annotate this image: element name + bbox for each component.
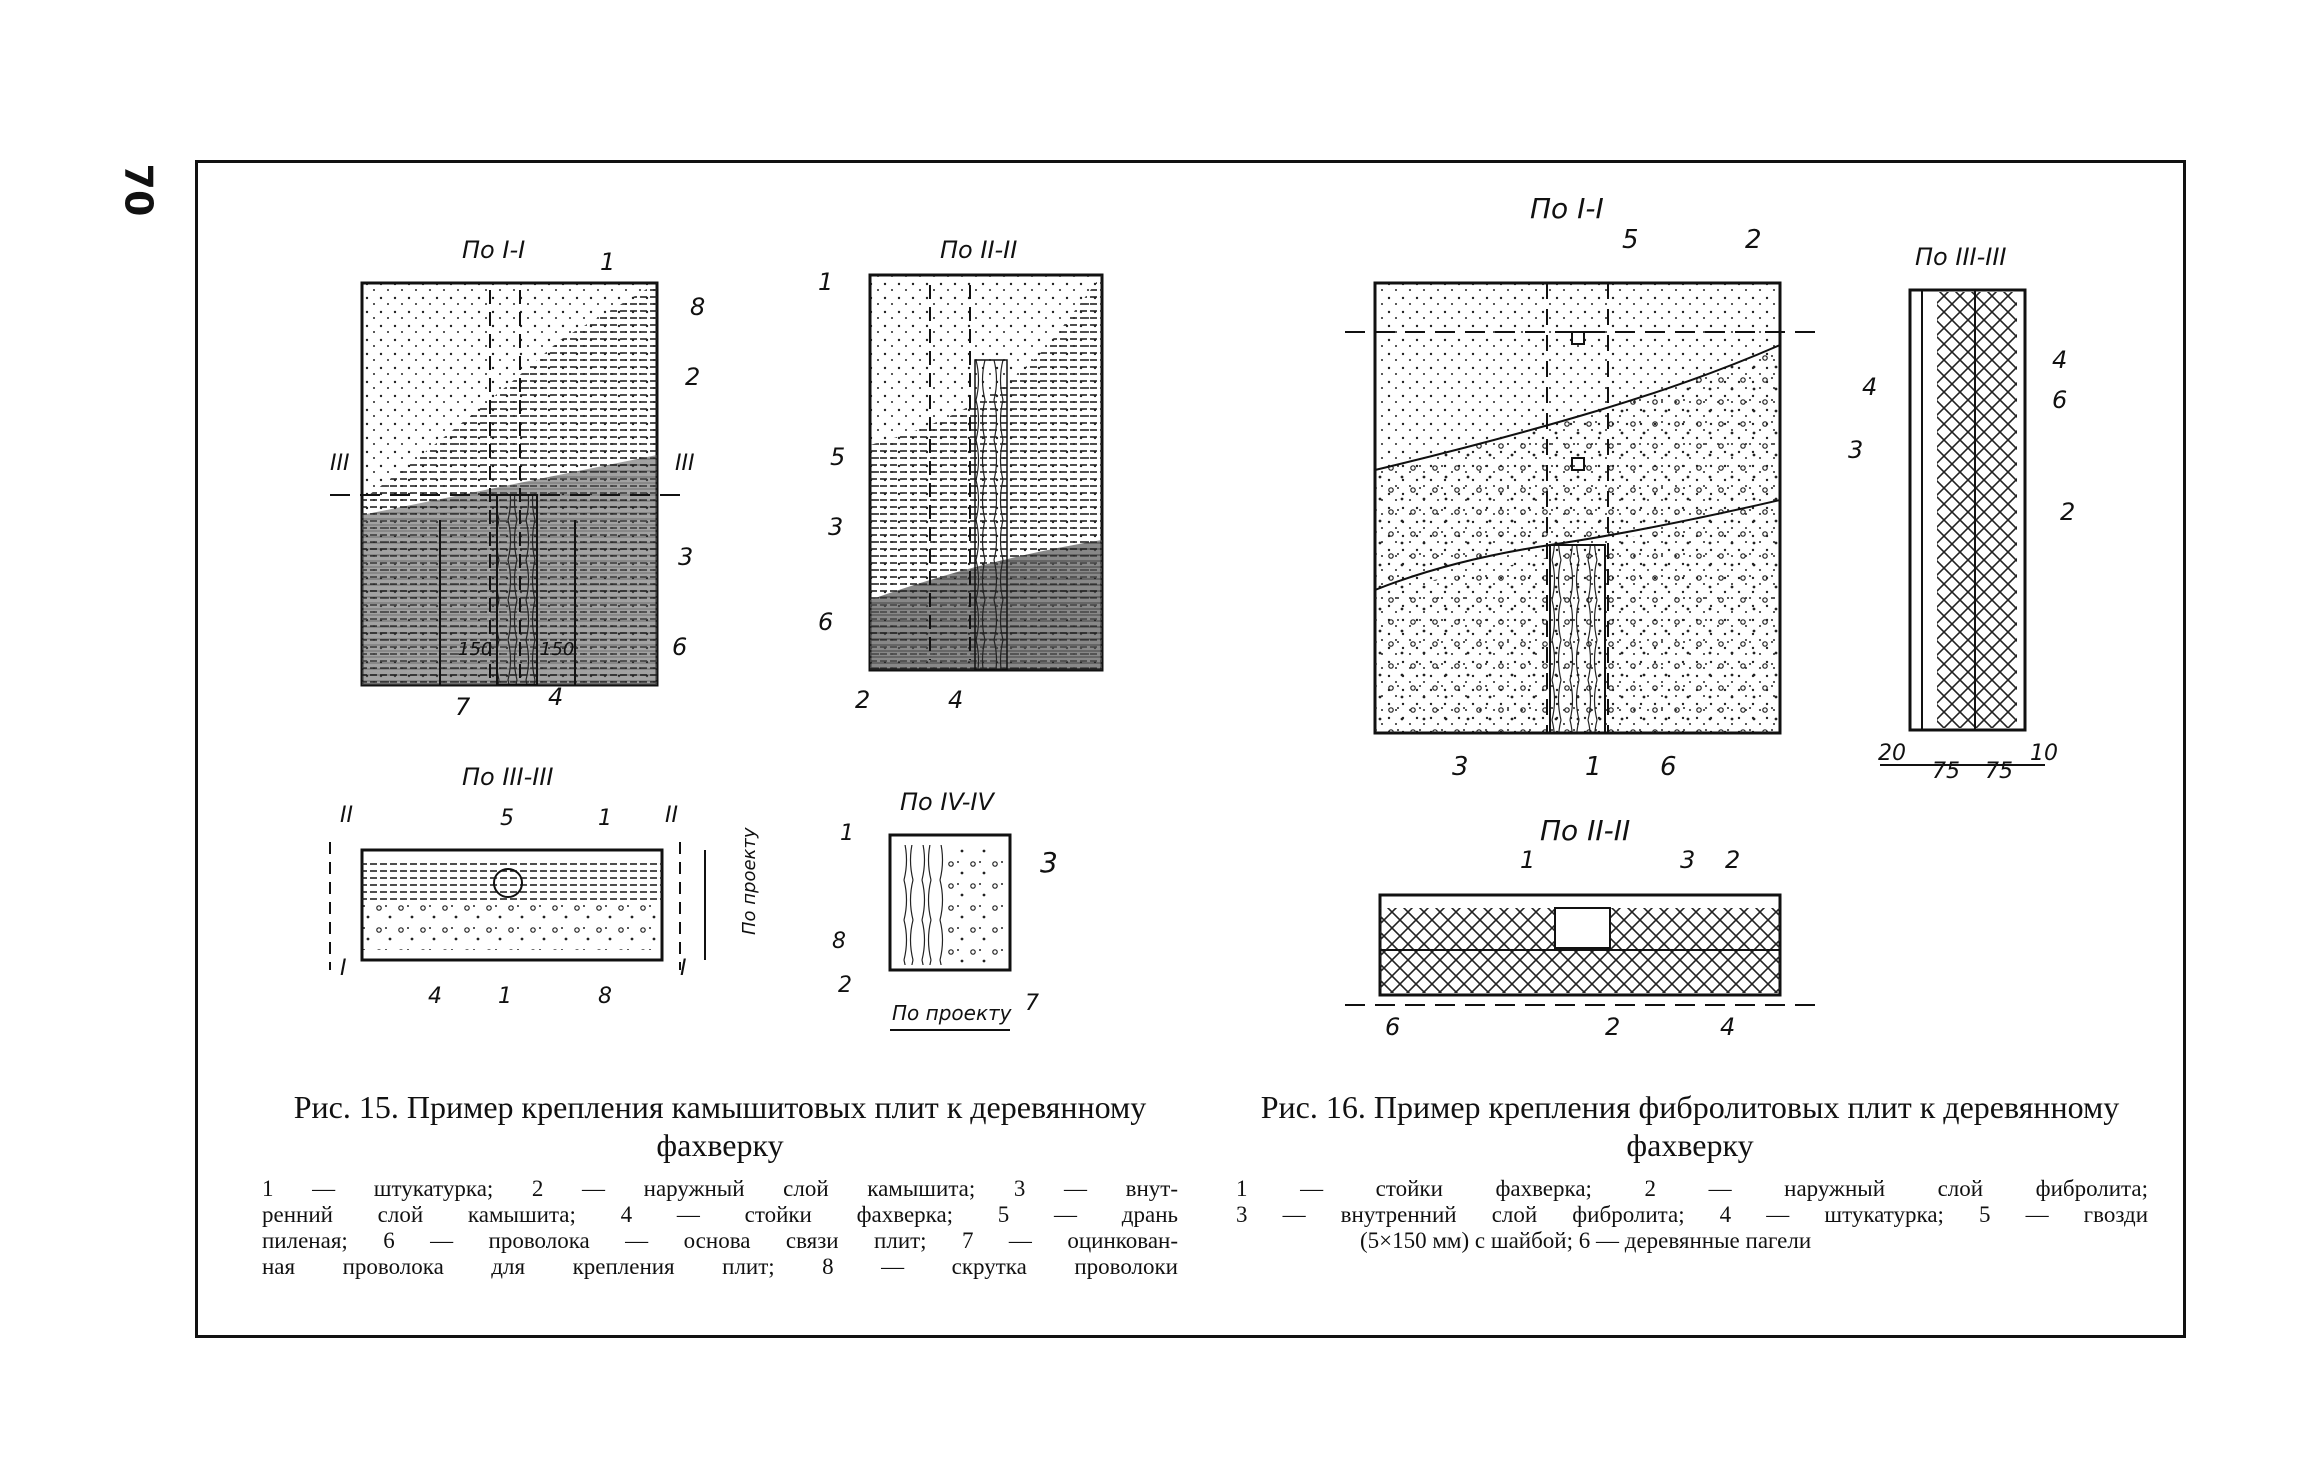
fig16-v2-callout-3: 3 [1680,846,1695,874]
fig15-dim-150-a: 150 [458,639,492,660]
fig15-view-3 [329,842,706,970]
fig15-view-4 [888,833,1012,1031]
fig15-v3-callout-4: 4 [428,984,442,1009]
fig16-view-2 [1345,893,1815,1006]
fig15-v3-callout-1b: 1 [498,984,512,1009]
fig15-v2-callout-4: 4 [948,686,963,714]
frame-right-line [2183,160,2186,1338]
fig16-dim-20: 20 [1878,741,1906,766]
fig16-v2-callout-6: 6 [1385,1013,1400,1041]
fig15-v3-roman-1a: I [340,956,347,981]
fig15-v3-roman-1b: I [680,956,687,981]
fig16-view-3 [1880,288,2045,766]
fig15-title-2: По II-II [940,236,1017,264]
fig16-v3-callout-2: 2 [2060,498,2075,526]
fig16-legend-line-1: 1 — стойки фахверка; 2 — наружный слой ф… [1236,1176,2148,1201]
fig16-callout-2: 2 [1745,225,1762,255]
fig16-legend-line-3: (5×150 мм) с шайбой; 6 — деревянные паге… [1360,1228,1812,1253]
fig16-callout-3: 3 [1452,752,1469,782]
fig16-callout-6: 6 [1660,752,1677,782]
fig16-v2-callout-2: 2 [1725,846,1740,874]
fig15-callout-6: 6 [672,633,687,661]
fig15-v3-roman-2b: II [665,803,678,828]
frame-bottom-line [195,1335,2185,1338]
fig15-v3-callout-8: 8 [598,984,612,1009]
fig16-v2-callout-1: 1 [1520,846,1535,874]
fig16-v2-callout-4: 4 [1720,1013,1735,1041]
fig16-dim-10: 10 [2030,741,2058,766]
fig15-v2-callout-5: 5 [830,443,845,471]
fig16-dim-75b: 75 [1985,759,2013,784]
fig16-legend-line-2: 3 — внутренний слой фибролита; 4 — штука… [1236,1202,2148,1227]
frame-left-line [195,160,198,1338]
fig16-dim-75a: 75 [1932,759,1960,784]
fig16-view-1 [1345,281,1815,735]
fig15-v4-po-proektu: По проекту [892,1001,1013,1025]
fig16-caption: Рис. 16. Пример крепления фибролитовых п… [1260,1089,2120,1163]
fig15-legend-line-3: пиленая; 6 — проволока — основа связи пл… [262,1228,1178,1253]
fig15-callout-4: 4 [548,683,563,711]
fig15-v4-callout-7: 7 [1025,991,1039,1016]
fig15-v1-roman-3a: III [330,451,349,476]
fig15-view-1 [330,281,690,687]
fig15-v2-callout-6: 6 [818,608,833,636]
fig15-v2-callout-2: 2 [855,686,870,714]
fig16-v3-callout-4a: 4 [1862,373,1877,401]
fig16-v3-callout-6: 6 [2052,386,2067,414]
fig15-v3-roman-2a: II [340,803,353,828]
fig15-v4-callout-8: 8 [832,929,846,954]
fig16-v3-callout-4b: 4 [2052,346,2067,374]
fig15-caption: Рис. 15. Пример крепления камышитовых пл… [293,1089,1147,1163]
fig16-callout-5: 5 [1622,225,1639,255]
fig16-title-1: По I-I [1530,192,1604,225]
fig15-legend-line-2: ренний слой камышита; 4 — стойки фахверк… [262,1202,1178,1227]
fig16-callout-1: 1 [1585,752,1602,782]
fig15-legend-line-4: ная проволока для крепления плит; 8 — ск… [262,1254,1178,1279]
fig15-title-3: По III-III [462,763,554,791]
fig15-v3-po-proektu: По проекту [739,827,760,935]
fig15-dim-150-b: 150 [540,639,574,660]
fig15-title-4: По IV-IV [900,788,996,816]
fig15-callout-7: 7 [455,693,471,721]
fig15-callout-8: 8 [690,293,705,321]
fig15-view-2 [868,273,1104,672]
fig16-v2-callout-2b: 2 [1605,1013,1620,1041]
fig15-v4-callout-3: 3 [1040,846,1058,879]
fig15-callout-1: 1 [600,248,615,276]
fig15-title-1: По I-I [462,236,525,264]
fig16-v3-callout-3: 3 [1848,436,1863,464]
fig15-callout-2: 2 [685,363,700,391]
fig16-title-3: По III-III [1915,243,2007,271]
fig16-title-2: По II-II [1540,814,1630,847]
fig15-v2-callout-1: 1 [818,268,833,296]
fig15-v3-callout-1: 1 [598,806,612,831]
fig15-v2-callout-3: 3 [828,513,843,541]
fig15-callout-3: 3 [678,543,693,571]
frame-top-line [195,160,2185,163]
fig15-v4-callout-2: 2 [838,973,852,998]
fig15-v3-callout-5: 5 [500,806,514,831]
fig15-v1-roman-3b: III [675,451,694,476]
fig15-legend-line-1: 1 — штукатурка; 2 — наружный слой камыши… [262,1176,1178,1201]
fig15-v4-callout-1: 1 [840,821,854,846]
